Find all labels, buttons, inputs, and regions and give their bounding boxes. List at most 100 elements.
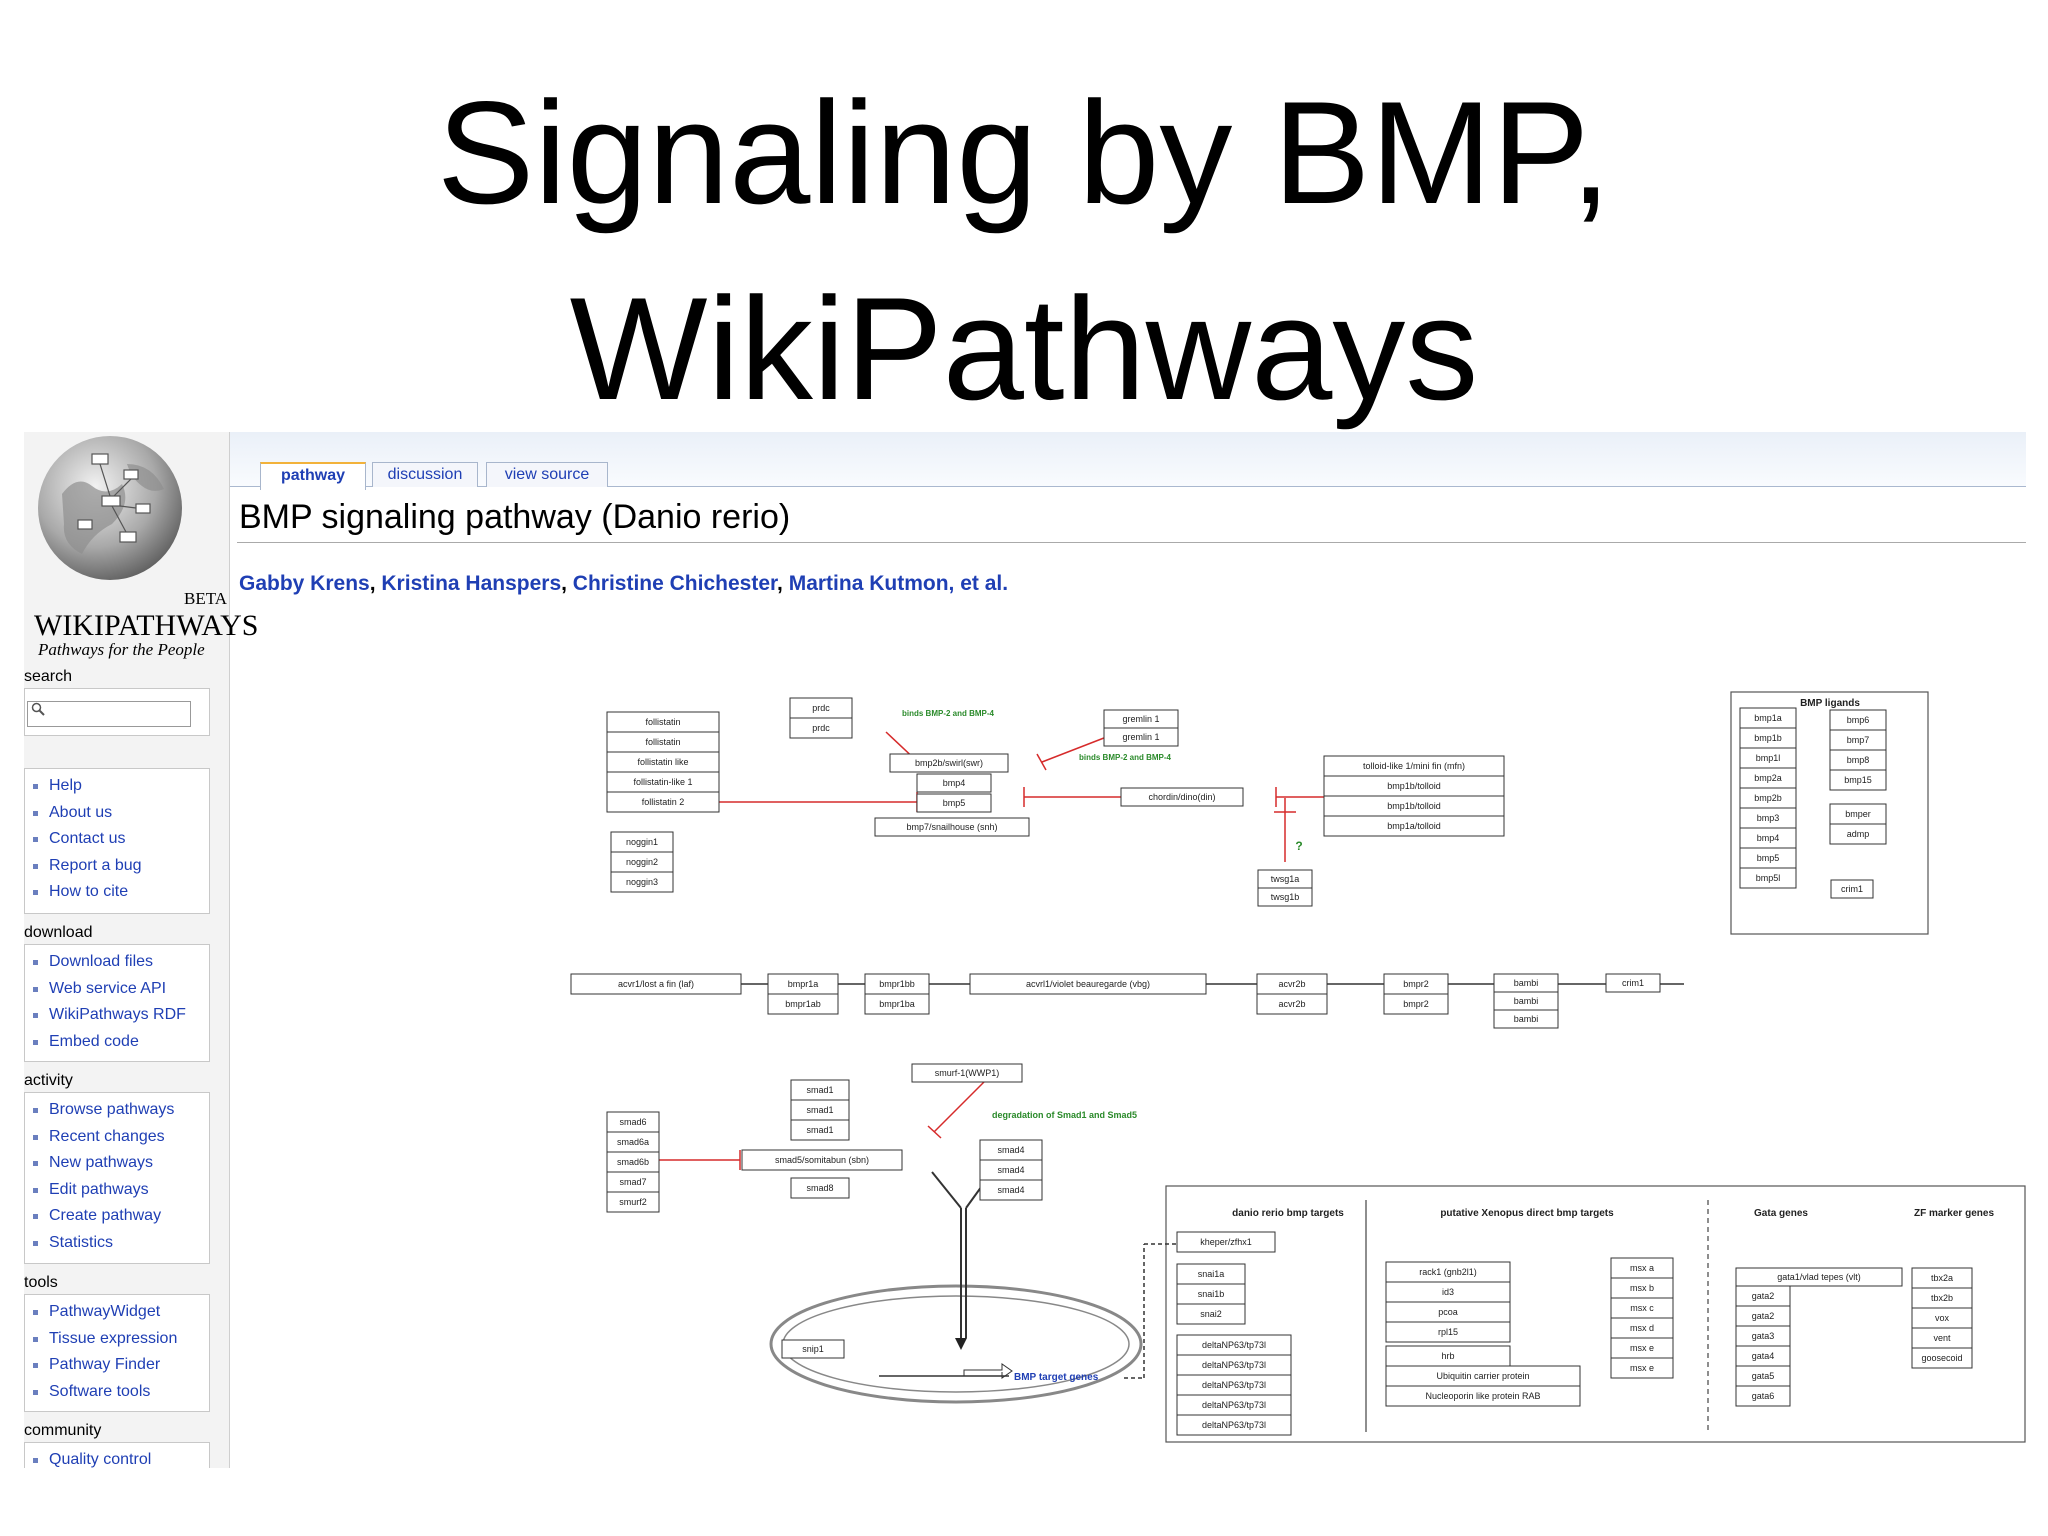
gene-node-label: smad6a <box>617 1137 649 1147</box>
gene-node-box <box>916 773 992 793</box>
gene-node-label: noggin2 <box>626 857 658 867</box>
gene-node-label: crim1 <box>1622 978 1644 988</box>
gene-node-box <box>610 871 674 893</box>
ligands-group-frame <box>1730 691 1929 935</box>
gene-node-label: bmp6 <box>1847 715 1870 725</box>
activity-link[interactable]: Browse pathways <box>25 1097 209 1124</box>
gene-node-label: bmp1b/tolloid <box>1387 801 1441 811</box>
gene-node-label: msx c <box>1630 1303 1654 1313</box>
gene-node-box <box>916 793 992 813</box>
author-suffix[interactable]: , et al. <box>948 572 1009 595</box>
gene-node-label: smad1 <box>806 1085 833 1095</box>
tools-link[interactable]: Software tools <box>25 1379 209 1406</box>
gene-node-label: deltaNP63/tp73l <box>1202 1340 1266 1350</box>
gene-node-box <box>790 1119 850 1141</box>
gene-node-label: follistatin <box>645 717 680 727</box>
community-section-title: community <box>24 1422 102 1439</box>
gene-node-label: smad1 <box>806 1105 833 1115</box>
tools-link[interactable]: Pathway Finder <box>25 1352 209 1379</box>
nav-link[interactable]: Report a bug <box>25 853 209 880</box>
community-box: Quality control <box>24 1442 210 1468</box>
slide-title-line-1: Signaling by BMP, <box>436 71 1612 234</box>
logo[interactable]: BETA WIKIPATHWAYS Pathways for the Peopl… <box>32 434 258 659</box>
gene-node-label: deltaNP63/tp73l <box>1202 1380 1266 1390</box>
gene-node-label: smad4 <box>997 1145 1024 1155</box>
download-link[interactable]: WikiPathways RDF <box>25 1002 209 1029</box>
nav-link[interactable]: How to cite <box>25 879 209 906</box>
slide-title-line-2: WikiPathways <box>569 267 1479 430</box>
search-section-title: search <box>24 668 73 685</box>
gene-node-box <box>1257 887 1313 907</box>
community-link[interactable]: Quality control <box>25 1447 209 1468</box>
gene-node-box <box>741 1149 903 1171</box>
gene-node-label: bambi <box>1514 978 1539 988</box>
tab-pathway[interactable]: pathway <box>260 462 366 490</box>
gene-node-label: smad1 <box>806 1125 833 1135</box>
gene-node-label: tbx2b <box>1931 1293 1953 1303</box>
gene-node-label: bmpr2 <box>1403 979 1429 989</box>
gene-node-label: gremlin 1 <box>1122 714 1159 724</box>
nav-link[interactable]: Contact us <box>25 826 209 853</box>
gene-node-label: smad5/somitabun (sbn) <box>775 1155 869 1165</box>
gene-node-box <box>1493 1009 1559 1029</box>
gene-node-box <box>1739 867 1797 889</box>
author-link[interactable]: Gabby Krens <box>239 572 370 595</box>
slide-title: Signaling by BMP, WikiPathways <box>0 55 2048 447</box>
gene-node-label: tolloid-like 1/mini fin (mfn) <box>1363 761 1465 771</box>
gene-node-box <box>1176 1303 1246 1325</box>
gene-node-label: bmp5 <box>1757 853 1780 863</box>
tab-view-source[interactable]: view source <box>486 462 608 487</box>
gene-node-label: twsg1a <box>1271 874 1300 884</box>
gene-node-label: noggin3 <box>626 877 658 887</box>
gene-node-label: snai1a <box>1198 1269 1225 1279</box>
activity-link[interactable]: Recent changes <box>25 1124 209 1151</box>
gene-node-label: twsg1b <box>1271 892 1300 902</box>
gene-node-label: hrb <box>1441 1351 1454 1361</box>
gene-node-label: follistatin like <box>637 757 688 767</box>
gene-node-label: bmp3 <box>1757 813 1780 823</box>
activity-link[interactable]: Create pathway <box>25 1203 209 1230</box>
gene-node-label: follistatin-like 1 <box>633 777 692 787</box>
gene-node-box <box>1323 815 1505 837</box>
gene-node-label: smad8 <box>806 1183 833 1193</box>
tools-link[interactable]: PathwayWidget <box>25 1299 209 1326</box>
author-link[interactable]: Martina Kutmon <box>788 572 949 595</box>
activity-link[interactable]: Edit pathways <box>25 1177 209 1204</box>
zf-marker-title: ZF marker genes <box>1914 1208 1994 1219</box>
download-link[interactable]: Download files <box>25 949 209 976</box>
search-icon[interactable] <box>31 702 45 716</box>
gene-node-label: bmp2b <box>1754 793 1782 803</box>
gene-node-label: chordin/dino(din) <box>1148 792 1215 802</box>
gene-node-box <box>790 1177 850 1199</box>
gene-node-box <box>1385 1385 1581 1407</box>
author-link[interactable]: Christine Chichester <box>572 572 778 595</box>
gene-node-box <box>1830 879 1874 899</box>
ligands-group-title: BMP ligands <box>1800 698 1860 709</box>
binds-annotation-label: binds BMP-2 and BMP-4 <box>1079 753 1172 762</box>
gene-node-label: bmp7/snailhouse (snh) <box>906 822 997 832</box>
gene-node-box <box>969 973 1207 995</box>
nav-link[interactable]: About us <box>25 800 209 827</box>
search-input[interactable] <box>27 701 191 727</box>
gene-node-label: admp <box>1847 829 1870 839</box>
gene-node-label: snai1b <box>1198 1289 1225 1299</box>
transcription-arrow <box>963 1363 1013 1379</box>
activity-link[interactable]: New pathways <box>25 1150 209 1177</box>
nav-link[interactable]: Help <box>25 773 209 800</box>
gene-node-label: bmpr2 <box>1403 999 1429 1009</box>
gene-node-box <box>911 1063 1023 1083</box>
activity-link[interactable]: Statistics <box>25 1230 209 1257</box>
tab-discussion[interactable]: discussion <box>372 462 478 487</box>
author-link[interactable]: Kristina Hanspers <box>381 572 562 595</box>
main-content: BMP signaling pathway (Danio rerio) Gabb… <box>229 486 2026 1468</box>
gene-node-label: id3 <box>1442 1287 1454 1297</box>
tools-link[interactable]: Tissue expression <box>25 1326 209 1353</box>
page-title: BMP signaling pathway (Danio rerio) <box>239 498 791 536</box>
download-link[interactable]: Embed code <box>25 1029 209 1056</box>
gene-node-label: bmp1a <box>1754 713 1782 723</box>
download-link[interactable]: Web service API <box>25 976 209 1003</box>
gene-node-label: tbx2a <box>1931 1273 1953 1283</box>
gene-node-box <box>889 753 1009 773</box>
gene-node-label: Ubiquitin carrier protein <box>1436 1371 1529 1381</box>
